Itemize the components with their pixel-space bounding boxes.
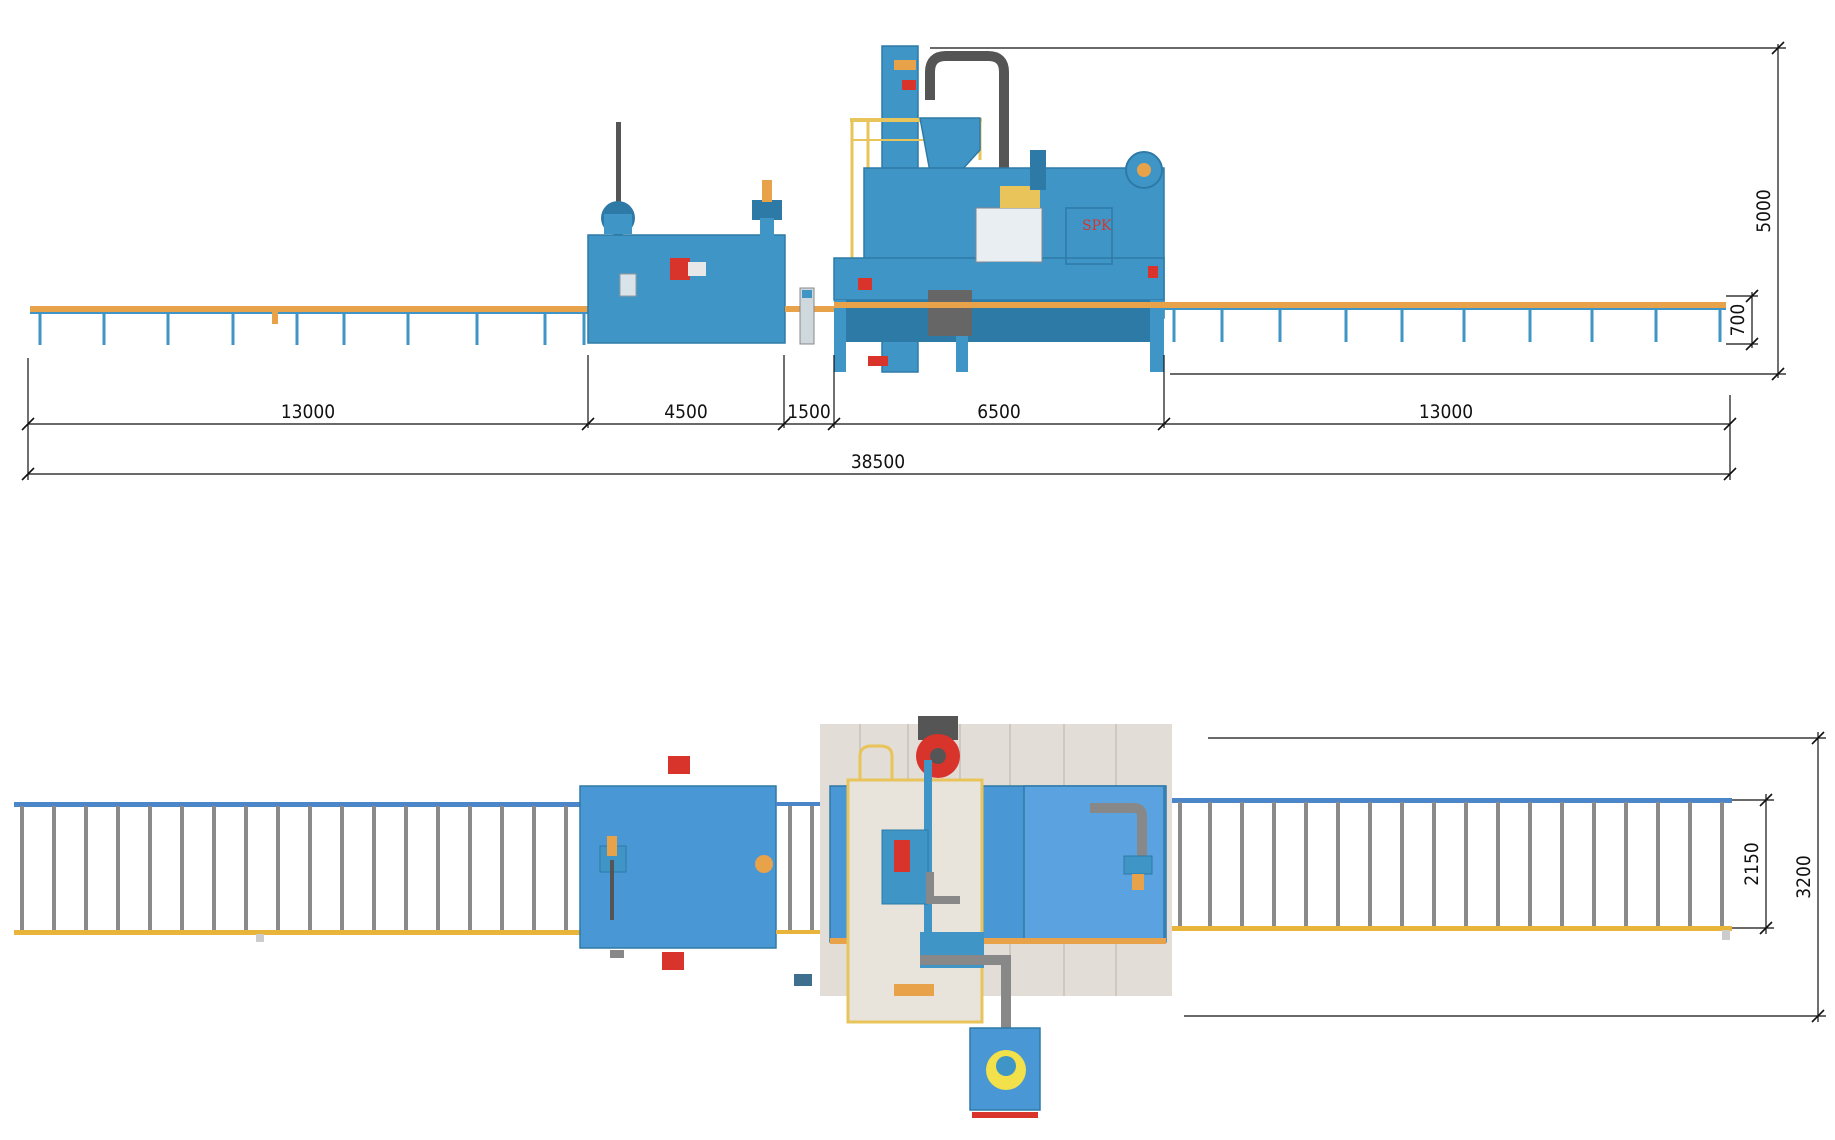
blast-chamber-top xyxy=(820,716,1172,1030)
dim-outlet-roller-length: 13000 xyxy=(1419,401,1473,423)
blast-chamber: SPK xyxy=(833,45,1165,373)
dim-roller-width: 2150 xyxy=(1741,842,1763,886)
dim-gap-length: 1500 xyxy=(787,401,831,423)
dim-preheat-length: 4500 xyxy=(664,401,708,423)
spk-logo: SPK xyxy=(1082,218,1112,234)
inlet-roller-conveyor xyxy=(30,306,590,345)
top-vertical-dimensions: 3200 2150 xyxy=(1184,731,1826,1023)
preheat-unit xyxy=(587,122,786,344)
dim-overall-height: 5000 xyxy=(1753,189,1775,233)
outlet-roller-conveyor-top xyxy=(1172,798,1732,940)
dust-collector-top xyxy=(969,1027,1041,1118)
gap-rollers-top xyxy=(776,802,828,986)
inlet-roller-conveyor-top xyxy=(14,802,580,942)
dim-overall-length: 38500 xyxy=(851,451,905,473)
dim-blast-chamber-length: 6500 xyxy=(977,401,1021,423)
dim-roller-height: 700 xyxy=(1727,304,1749,337)
side-vertical-dimensions: 5000 700 xyxy=(930,41,1786,381)
outlet-roller-conveyor xyxy=(1164,302,1726,342)
dim-overall-width: 3200 xyxy=(1793,855,1815,899)
side-view: SPK xyxy=(21,41,1786,481)
top-view: 3200 2150 xyxy=(14,716,1826,1118)
side-horizontal-dimensions: 13000 4500 1500 6500 13000 38500 xyxy=(21,355,1737,481)
control-cabinet xyxy=(785,287,835,345)
preheat-unit-top xyxy=(579,756,777,970)
dim-inlet-roller-length: 13000 xyxy=(281,401,335,423)
